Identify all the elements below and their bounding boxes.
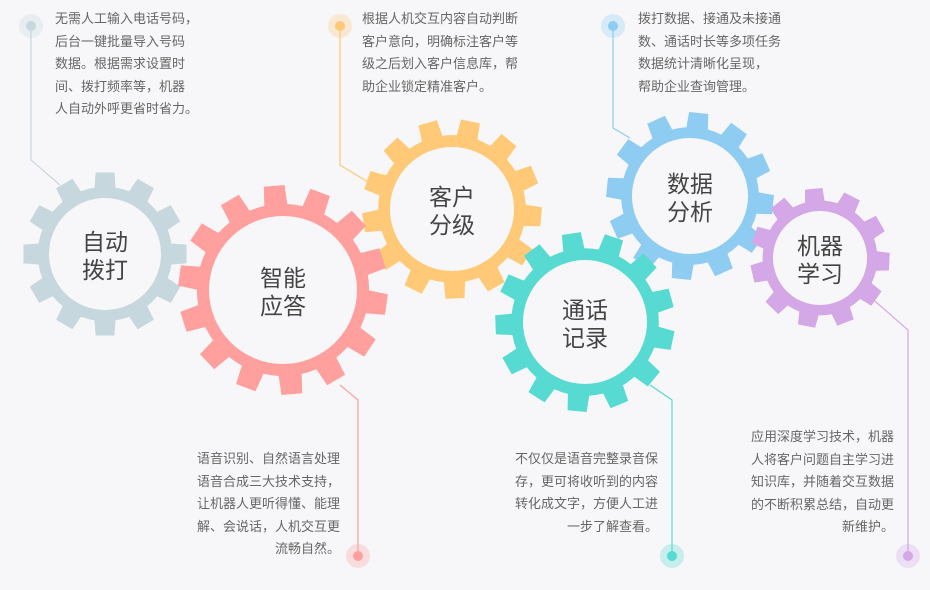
data-analysis-marker-dot [608,21,618,31]
smart-answer-description: 语音识别、自然语言处理 语音合成三大技术支持， 让机器人更听得懂、能理 解、会说… [196,452,340,557]
machine-learning-marker-dot [903,551,913,561]
customer-grading-gear-center [390,147,514,271]
call-record-connector-line [649,384,673,556]
call-record-description: 不仅仅是语音完整录音保 存，更可将收听到的内容 转化成文字，方便人工进 一步了解… [514,452,658,535]
machine-learning-gear-center [773,211,867,305]
data-analysis-description: 拨打数据、接通及未接通 数、通话时长等多项任务 数据统计清晰化呈现， 帮助企业查… [638,12,782,95]
auto-dial-marker-dot [26,21,36,31]
data-analysis-title-line: 分析 [667,200,713,226]
auto-dial-connector-line [30,26,61,186]
machine-learning-title-line: 学习 [797,262,843,288]
machine-learning-title-line: 机器 [797,234,843,260]
smart-answer-title-line: 智能 [260,266,306,292]
customer-grading-connector-line [339,26,369,183]
customer-grading-description: 根据人机交互内容自动判断 客户意向，明确标注客户等 级之后划入客户信息库，帮 助… [362,12,519,95]
smart-answer-title-line: 应答 [260,294,306,320]
auto-dial-title-line: 自动 [82,230,128,256]
call-record-title-line: 记录 [562,326,608,352]
data-analysis-gear-center [632,138,748,254]
smart-answer-marker-dot [353,551,363,561]
data-analysis-title-line: 数据 [667,172,713,198]
customer-grading-marker-dot [335,21,345,31]
data-analysis-connector-line [612,26,631,139]
auto-dial-title-line: 拨打 [82,258,128,284]
auto-dial-description: 无需人工输入电话号码， 后台一键批量导入号码 数据。根据需求设置时 间、拨打频率… [55,12,199,117]
customer-grading-title-line: 客户 [429,185,475,211]
call-record-title-line: 通话 [562,298,608,324]
call-record-marker-dot [667,551,677,561]
smart-answer-connector-line [339,384,359,556]
call-record-gear-center [523,260,647,384]
auto-dial-gear-center [49,198,161,310]
machine-learning-description: 应用深度学习技术，机器 人将客户问题自主学习进 知识库，并随着交互数据 的不断积… [750,430,894,535]
smart-answer-gear-center [209,216,357,364]
machine-learning-connector-line [867,294,909,556]
customer-grading-title-line: 分级 [429,213,475,239]
